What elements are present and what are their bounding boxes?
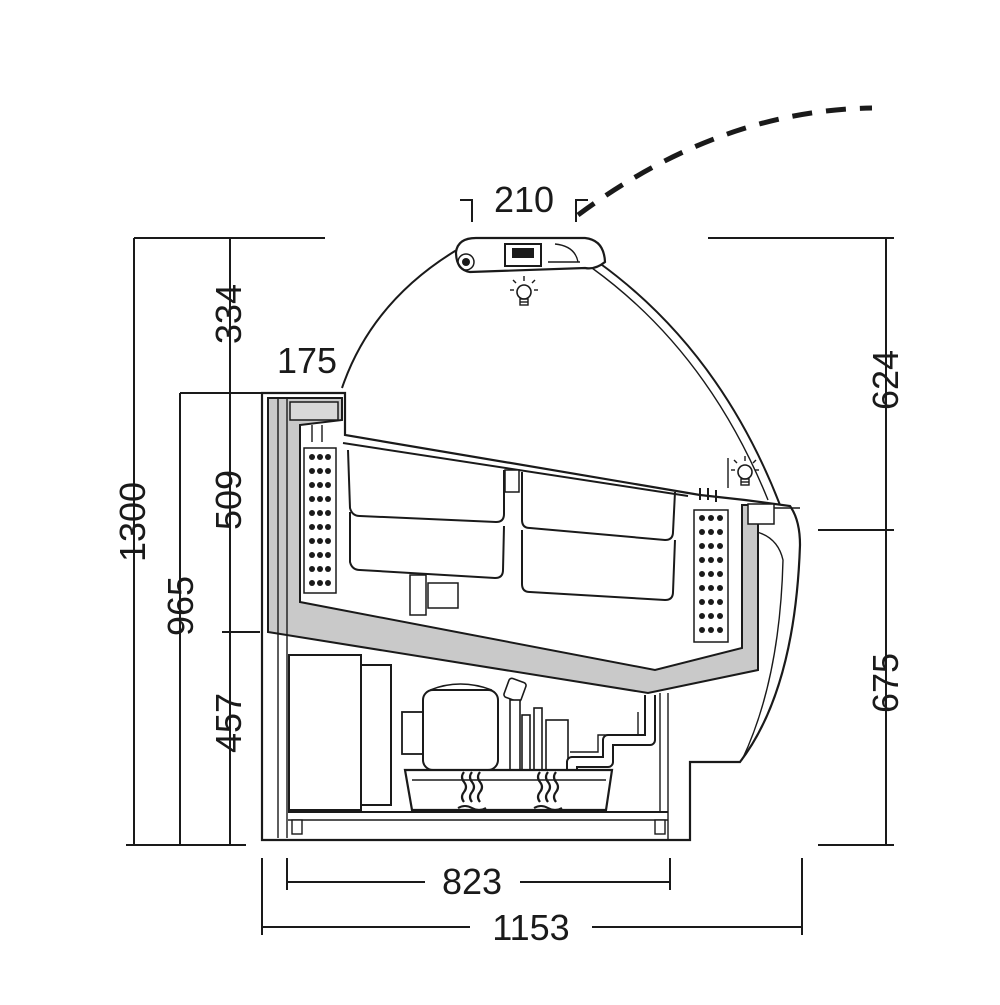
dim-label-lower-right-height: 675 [865,653,906,713]
dim-label-display-height: 509 [208,470,249,530]
dim-label-canopy-width: 210 [494,179,554,220]
light-bulb-icon [731,456,759,486]
dim-label-counter-height: 965 [160,576,201,636]
dim-label-back-ledge-width: 175 [277,340,337,381]
dimension-lines [126,199,894,935]
dim-label-upper-right-height: 624 [865,350,906,410]
cabinet-body [260,391,802,842]
dimension-labels: 1300 965 334 509 457 624 675 210 175 823… [112,179,906,948]
glass-canopy [341,236,781,506]
insulated-tub [267,397,759,695]
light-bulb-icon [510,276,538,306]
dim-label-base-height: 457 [208,693,249,753]
door-swing-arc [576,105,873,218]
dim-label-total-height: 1300 [112,482,153,562]
dim-label-total-width: 1153 [492,907,569,948]
dim-label-base-width: 823 [442,861,502,902]
cabinet [260,391,802,842]
dim-label-canopy-height: 334 [208,284,249,344]
machine-compartment [288,654,656,812]
